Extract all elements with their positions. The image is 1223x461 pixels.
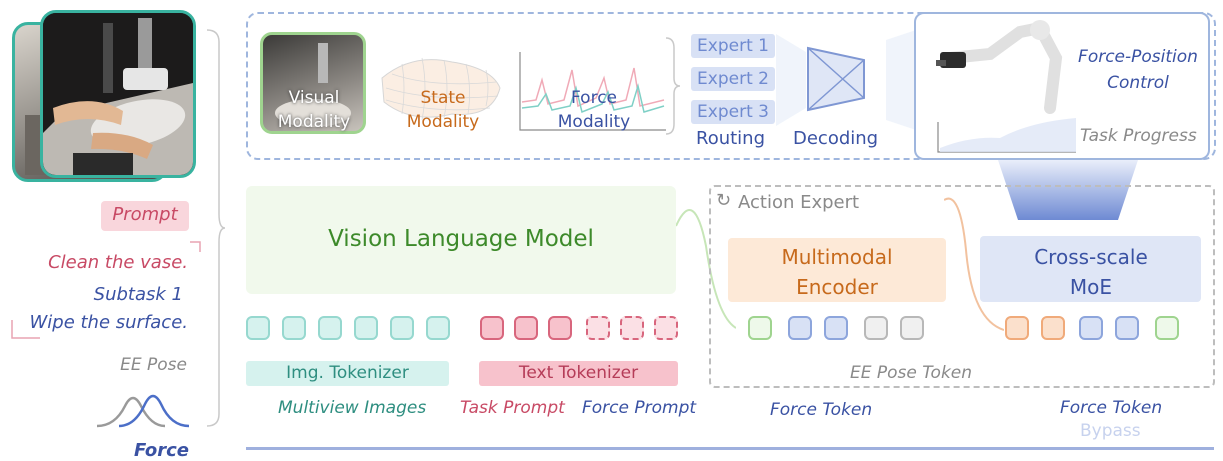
multimodal-encoder-label: Multimodal Encoder xyxy=(781,245,893,299)
force-token xyxy=(1079,316,1103,340)
expert-3: Expert 3 xyxy=(691,100,775,124)
subtask-title: Subtask 1 xyxy=(93,284,183,305)
bypass-label: Bypass xyxy=(1080,421,1141,441)
visual-modality-image xyxy=(260,32,366,134)
subtask-action: Wipe the surface. xyxy=(29,312,188,333)
visual-modality-label: Visual Modality xyxy=(277,88,351,132)
force-token-label-2: Force Token xyxy=(1060,398,1163,418)
vision-language-model-block xyxy=(246,186,676,294)
instruction-text: Clean the vase. xyxy=(48,252,188,273)
text-tokenizer-block xyxy=(479,361,678,386)
force-prompt-label: Force Prompt xyxy=(582,398,697,418)
force-position-control-label: Force-Position Control xyxy=(1078,47,1198,93)
img-tokenizer-block xyxy=(246,361,449,386)
cross-scale-moe-block xyxy=(980,236,1201,302)
encoder-to-moe-link xyxy=(944,197,1004,331)
prompt-badge xyxy=(101,201,189,231)
decoder-icon xyxy=(807,46,865,112)
force-token xyxy=(1115,316,1139,340)
expert-bracket xyxy=(665,37,681,135)
expert-fan-icon xyxy=(776,30,916,130)
expert-2: Expert 2 xyxy=(691,67,775,91)
vlm-label: Vision Language Model xyxy=(328,226,594,252)
state-mesh-icon xyxy=(381,57,501,121)
force-token xyxy=(824,316,848,340)
force-prompt-token xyxy=(654,316,678,340)
image-token xyxy=(246,316,270,340)
state-modality-label: State Modality xyxy=(406,88,480,132)
routing-label: Routing xyxy=(696,128,766,149)
ee-pose-token xyxy=(1155,316,1179,340)
control-funnel-icon xyxy=(998,160,1138,220)
camera-view-2-icon xyxy=(43,13,193,175)
modality-panel xyxy=(246,12,1216,160)
image-token xyxy=(354,316,378,340)
task-prompt-label: Task Prompt xyxy=(460,398,565,418)
encoded-token xyxy=(1005,316,1029,340)
image-token xyxy=(318,316,342,340)
image-token xyxy=(426,316,450,340)
text-token xyxy=(480,316,504,340)
img-tokenizer-label: Img. Tokenizer xyxy=(286,363,409,383)
action-expert-title: Action Expert xyxy=(738,192,860,213)
multimodal-encoder-block xyxy=(728,238,946,302)
task-progress-label: Task Progress xyxy=(1080,126,1197,146)
cross-scale-moe-label: Cross-scale MoE xyxy=(1034,245,1148,299)
bottom-baseline xyxy=(246,447,1214,450)
force-modality-label: Force Modality xyxy=(557,88,631,132)
image-token xyxy=(282,316,306,340)
refresh-icon: ↻ xyxy=(716,190,732,211)
prompt-bracket-lines xyxy=(11,241,201,339)
camera-thumb-icon xyxy=(275,43,351,127)
expert-1: Expert 1 xyxy=(691,34,775,58)
decoding-label: Decoding xyxy=(793,128,879,149)
action-expert-panel xyxy=(709,185,1215,388)
distribution-curves-icon xyxy=(96,394,190,428)
placeholder-token xyxy=(900,316,924,340)
front-camera-photo xyxy=(40,10,196,178)
multiview-images-label: Multiview Images xyxy=(278,398,427,418)
force-prompt-token xyxy=(620,316,644,340)
encoded-token xyxy=(1041,316,1065,340)
prompt-label: Prompt xyxy=(112,204,178,225)
image-token xyxy=(390,316,414,340)
ee-pose-token xyxy=(748,316,772,340)
force-label: Force xyxy=(134,440,190,461)
vlm-to-action-link xyxy=(676,209,736,329)
text-token xyxy=(548,316,572,340)
force-token-label-1: Force Token xyxy=(770,400,873,420)
ee-pose-label: EE Pose xyxy=(120,355,187,375)
ee-pose-token-label: EE Pose Token xyxy=(850,363,973,383)
placeholder-token xyxy=(864,316,888,340)
force-token xyxy=(788,316,812,340)
left-bracket xyxy=(206,29,225,427)
force-signal-icon xyxy=(519,52,666,131)
text-tokenizer-label: Text Tokenizer xyxy=(518,363,639,383)
robot-arm-icon xyxy=(936,20,1076,153)
text-token xyxy=(514,316,538,340)
force-prompt-token xyxy=(586,316,610,340)
